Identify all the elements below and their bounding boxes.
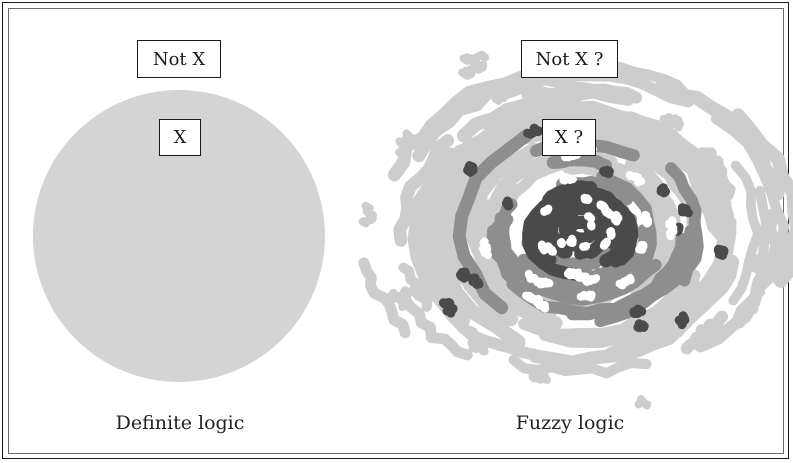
fuzzy-fleck-white [615, 274, 635, 290]
fuzzy-fleck-outer [659, 113, 684, 132]
fuzzy-stroke-mid [665, 162, 704, 287]
fuzzy-fleck-outer [528, 369, 552, 384]
fuzzy-fleck-dark [463, 161, 478, 177]
fuzzy-fleck-white [565, 267, 583, 278]
fuzzy-fleck-dark [467, 273, 484, 289]
fuzzy-fleck-white [537, 240, 549, 255]
fuzzy-fleck-white [665, 216, 678, 241]
fuzzy-fleck-dark [523, 123, 544, 139]
fuzzy-stroke-mid [517, 253, 618, 293]
fuzzy-fleck-outer [459, 50, 490, 66]
fuzzy-fleck-white [544, 242, 557, 256]
definite-not-x-label: Not X [137, 40, 221, 78]
fuzzy-fleck-white [584, 212, 596, 223]
fuzzy-stroke-mid [546, 153, 612, 173]
fuzzy-stroke-outer [400, 286, 473, 361]
fuzzy-stroke-body [627, 125, 719, 234]
fuzzy-fleck-dark [674, 311, 690, 330]
fuzzy-fleck-outer [409, 283, 430, 303]
fuzzy-stroke-outer [694, 208, 784, 353]
fuzzy-stroke-outer [680, 310, 729, 355]
fuzzy-stroke-outer [393, 134, 455, 247]
fuzzy-fleck-dark [456, 267, 471, 283]
fuzzy-stroke-mid [522, 258, 662, 306]
fuzzy-fleck-dark [629, 304, 647, 318]
fuzzy-stroke-body [443, 133, 521, 268]
fuzzy-fleck-dark [656, 183, 670, 198]
fuzzy-fleck-outer [387, 288, 410, 311]
fuzzy-stroke-outer [728, 160, 763, 306]
definite-set-circle [33, 90, 325, 382]
fuzzy-fleck-white [596, 200, 609, 212]
fuzzy-fleck-white [559, 174, 577, 185]
fuzzy-fleck-outer [467, 337, 489, 356]
fuzzy-stroke-outer [508, 354, 652, 379]
fuzzy-logic-caption: Fuzzy logic [515, 412, 625, 434]
fuzzy-fleck-white [586, 220, 596, 231]
fuzzy-stroke-body [407, 147, 470, 328]
fuzzy-fleck-white [599, 237, 611, 250]
fuzzy-fleck-outer [395, 129, 416, 157]
fuzzy-stroke-outer [358, 257, 411, 339]
fuzzy-stroke-core [554, 186, 618, 209]
fuzzy-fleck-white [556, 238, 566, 249]
fuzzy-not-x-label: Not X ? [521, 40, 618, 78]
fuzzy-stroke-core [559, 221, 576, 248]
fuzzy-fleck-white [581, 274, 601, 286]
fuzzy-fleck-white [635, 241, 648, 254]
fuzzy-fleck-dark [633, 319, 649, 333]
fuzzy-fleck-white [640, 210, 653, 228]
definite-x-label: X [159, 119, 201, 156]
fuzzy-stroke-core [522, 194, 584, 281]
fuzzy-fleck-outer [776, 237, 793, 259]
fuzzy-stroke-body [613, 170, 736, 352]
fuzzy-fleck-white [576, 290, 596, 302]
fuzzy-fleck-dark [713, 244, 729, 260]
fuzzy-fleck-outer [454, 86, 485, 107]
fuzzy-fleck-outer [491, 87, 511, 105]
fuzzy-fleck-dark [677, 203, 693, 218]
fuzzy-stroke-core [532, 195, 574, 255]
fuzzy-fleck-dark [501, 196, 514, 211]
fuzzy-fleck-white [609, 212, 621, 226]
fuzzy-fleck-white [524, 269, 547, 289]
fuzzy-fleck-white [540, 204, 553, 216]
fuzzy-fleck-white [567, 234, 577, 245]
fuzzy-fleck-white [580, 193, 593, 205]
fuzzy-fleck-dark [438, 298, 458, 318]
fuzzy-fleck-outer [458, 60, 488, 80]
fuzzy-fleck-white [579, 241, 591, 251]
fuzzy-fleck-white [606, 227, 616, 240]
fuzzy-set-cloud [358, 50, 793, 410]
fuzzy-fleck-white [532, 298, 550, 313]
fuzzy-fleck-outer [634, 395, 652, 410]
fuzzy-fleck-white [478, 237, 492, 260]
fuzzy-fleck-white [625, 170, 646, 187]
fuzzy-fleck-outer [748, 251, 767, 274]
fuzzy-stroke-outer [696, 147, 736, 202]
fuzzy-fleck-outer [358, 201, 377, 228]
fuzzy-x-label: X ? [542, 119, 596, 156]
fuzzy-stroke-outer [457, 84, 635, 143]
definite-logic-caption: Definite logic [115, 412, 245, 434]
fuzzy-stroke-outer [412, 68, 561, 163]
fuzzy-fleck-dark [599, 165, 614, 179]
